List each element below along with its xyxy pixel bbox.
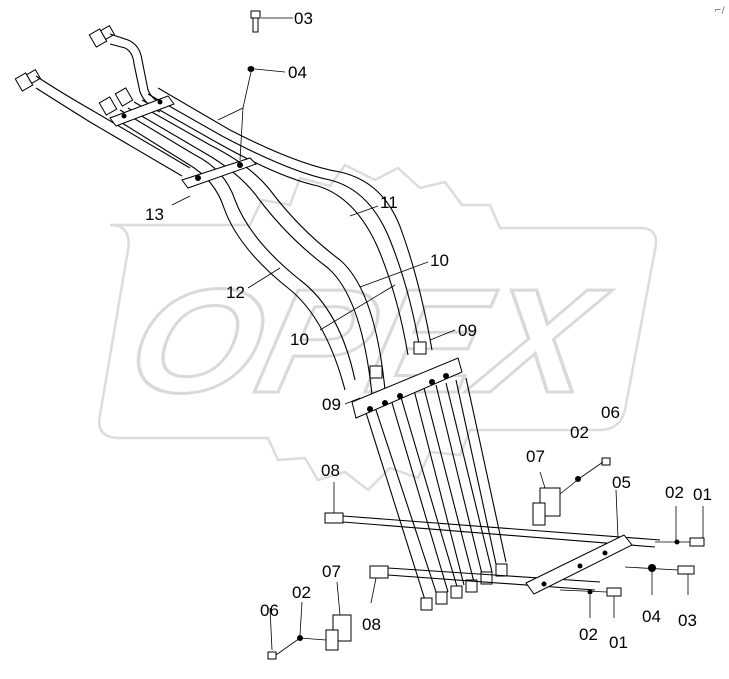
callout-02-upper: 02 (570, 423, 589, 442)
callout-07-lower: 07 (322, 562, 341, 581)
callout-03-bottom: 03 (678, 611, 697, 630)
callout-01-right: 01 (693, 485, 712, 504)
callout-06-lower: 06 (260, 601, 279, 620)
callout-02-lower: 02 (292, 583, 311, 602)
corner-mark: ⌐∕ (714, 6, 726, 16)
bolt-06-upper (601, 457, 611, 466)
valve-07-lower (267, 614, 352, 660)
callout-labels: 03 04 13 11 10 12 10 09 09 06 02 07 08 0… (145, 9, 712, 652)
callout-10-lower: 10 (290, 330, 309, 349)
top-clamp-13 (181, 157, 257, 189)
top-hose-fittings (14, 24, 134, 116)
clamp-bar-09 (351, 341, 463, 419)
bolt-01-right (689, 537, 705, 547)
top-bolt-03 (217, 10, 293, 161)
callout-09-right: 09 (458, 321, 477, 340)
callout-02-bottom: 02 (579, 625, 598, 644)
washer-04-right (648, 564, 656, 572)
bracket-08-lower (369, 565, 389, 579)
upper-clamp (109, 95, 175, 127)
top-washer-04 (247, 66, 255, 72)
washer-02-bottom (587, 589, 593, 595)
callout-04-bottom: 04 (642, 607, 661, 626)
callout-08-upper: 08 (321, 461, 340, 480)
callout-12: 12 (226, 283, 245, 302)
bolt-06-lower (267, 651, 277, 660)
callout-13: 13 (145, 205, 164, 224)
callout-05: 05 (612, 473, 631, 492)
right-hardware (559, 537, 705, 597)
watermark-gear-outline (97, 163, 658, 492)
bolt-03-right (677, 565, 695, 575)
callout-01-bottom: 01 (609, 633, 628, 652)
bracket-08-upper (324, 512, 344, 524)
callout-08-lower: 08 (362, 615, 381, 634)
washer-02-upper (575, 476, 581, 482)
callout-03-top: 03 (294, 9, 313, 28)
support-rails (324, 512, 661, 595)
callout-06-upper: 06 (601, 403, 620, 422)
callout-11: 11 (380, 193, 398, 212)
callout-10-upper: 10 (430, 251, 449, 270)
valve-07-upper (532, 457, 611, 526)
callout-04-top: 04 (288, 63, 307, 82)
callout-leaders (171, 195, 704, 651)
callout-02-right: 02 (665, 483, 684, 502)
callout-07-upper: 07 (526, 447, 545, 466)
callout-09-left: 09 (322, 395, 341, 414)
bolt-01-bottom (606, 587, 622, 597)
